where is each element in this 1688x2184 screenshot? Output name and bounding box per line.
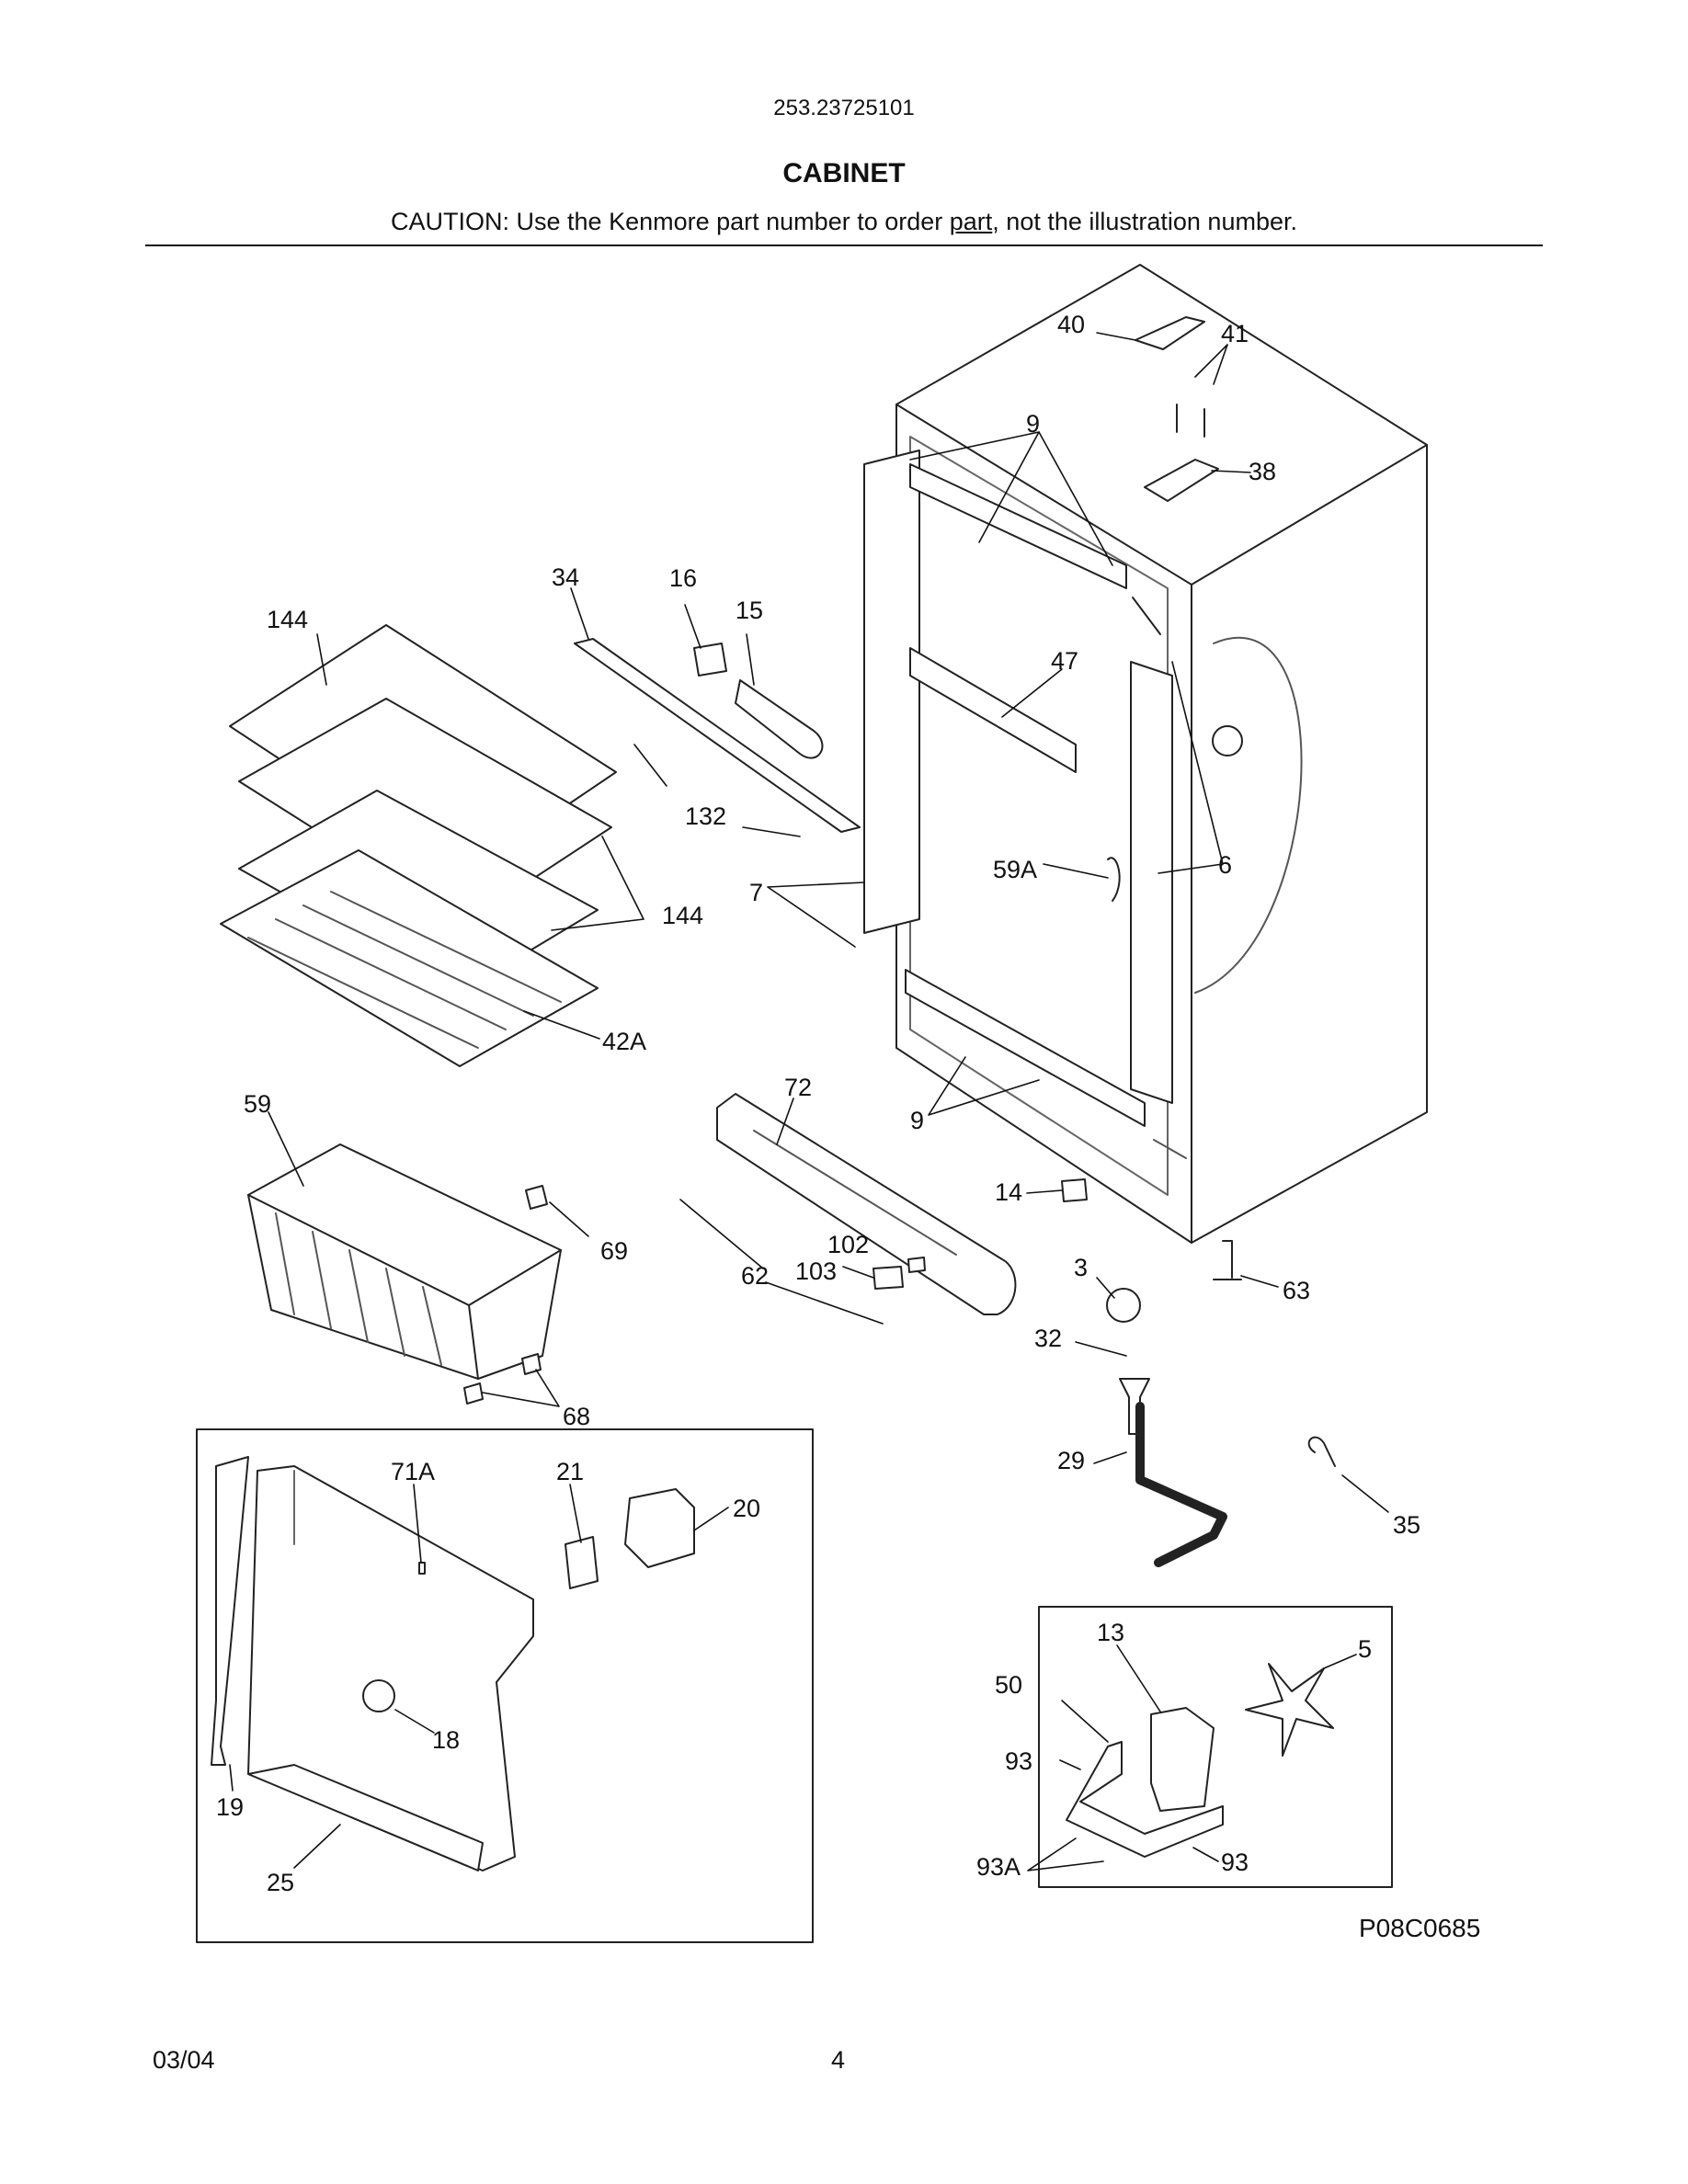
hinge-screws-41 <box>1176 404 1205 438</box>
callout-32: 32 <box>1034 1325 1062 1352</box>
wire-shelf-42a <box>220 849 599 1067</box>
callout-68: 68 <box>563 1403 590 1430</box>
model-number: 253.23725101 <box>773 96 915 120</box>
callout-35: 35 <box>1393 1511 1420 1539</box>
page-title: CABINET <box>782 158 906 188</box>
callout-63: 63 <box>1283 1277 1310 1304</box>
callout-9-top: 9 <box>1026 410 1040 438</box>
grommet-18 <box>362 1679 395 1712</box>
callout-18: 18 <box>432 1726 460 1754</box>
callout-144-bottom: 144 <box>662 902 703 929</box>
callout-47: 47 <box>1051 647 1078 675</box>
callout-50: 50 <box>995 1671 1022 1699</box>
callout-38: 38 <box>1249 458 1276 485</box>
callout-132: 132 <box>685 802 726 830</box>
drain-tube-29 <box>1135 1402 1227 1567</box>
motor-bracket-50 <box>1066 1741 1224 1858</box>
footer-date: 03/04 <box>153 2046 215 2074</box>
callout-25: 25 <box>267 1869 294 1896</box>
diagram-code: P08C0685 <box>1359 1914 1481 1942</box>
fan-inset-frame <box>1038 1606 1393 1888</box>
callout-34: 34 <box>552 563 579 591</box>
callout-62: 62 <box>741 1262 769 1290</box>
callout-40: 40 <box>1057 311 1085 338</box>
callout-41: 41 <box>1221 320 1249 347</box>
callout-6: 6 <box>1218 851 1232 879</box>
drain-trough-25 <box>247 1764 484 1871</box>
hinge-38 <box>1144 459 1219 502</box>
callout-42a: 42A <box>602 1028 646 1055</box>
caution-text-start: CAUTION: Use the Kenmore part number to … <box>391 208 950 235</box>
plug-3 <box>1106 1288 1141 1323</box>
thermostat-21 <box>565 1536 599 1589</box>
switch-14 <box>1061 1178 1088 1202</box>
callout-103: 103 <box>795 1257 837 1285</box>
caution-underlined-word: part <box>949 208 993 235</box>
shelf-rail-34 <box>574 638 861 833</box>
callout-144-top: 144 <box>267 606 308 633</box>
callout-20: 20 <box>733 1495 760 1522</box>
basket-59 <box>247 1143 562 1380</box>
leveler-63 <box>1213 1240 1242 1280</box>
callout-71a: 71A <box>391 1458 435 1485</box>
callout-leader-lines <box>229 332 1389 1871</box>
latch-59a <box>1107 857 1121 902</box>
callout-9-bottom: 9 <box>910 1107 924 1134</box>
callout-59: 59 <box>244 1090 271 1118</box>
callout-7: 7 <box>749 879 763 906</box>
callout-15: 15 <box>736 597 763 624</box>
callout-5: 5 <box>1358 1635 1372 1663</box>
strip-19 <box>211 1456 249 1766</box>
thermostat-cover-20 <box>624 1488 695 1568</box>
drain-32 <box>1119 1378 1150 1435</box>
callout-19: 19 <box>216 1793 244 1821</box>
inset-panel-frame <box>196 1428 814 1943</box>
caution-text-end: , not the illustration number. <box>992 208 1297 235</box>
bracket-47 <box>909 647 1077 773</box>
callout-93-right: 93 <box>1221 1848 1249 1876</box>
callout-93a: 93A <box>976 1853 1021 1881</box>
fan-blade-5 <box>1245 1663 1334 1757</box>
callout-93-left: 93 <box>1005 1747 1032 1775</box>
label-103 <box>873 1266 904 1290</box>
light-socket-16 <box>693 643 727 677</box>
callout-labels: 40 41 9 38 34 16 15 144 47 132 7 59A 6 1… <box>216 311 1420 1896</box>
basket-slide-69 <box>525 1185 548 1210</box>
callout-14: 14 <box>995 1178 1022 1206</box>
callout-21: 21 <box>556 1458 584 1485</box>
basket-slide-68a <box>463 1382 484 1405</box>
hinge-cover-40 <box>1135 316 1205 350</box>
callout-69: 69 <box>600 1237 628 1265</box>
eyebolt-35 <box>1307 1436 1336 1467</box>
name-plate-102 <box>907 1257 926 1273</box>
door-gasket-frame <box>863 449 1173 1127</box>
fan-motor-13 <box>1150 1707 1215 1812</box>
callout-16: 16 <box>669 564 697 592</box>
screw-71a <box>418 1562 426 1575</box>
callout-102: 102 <box>827 1231 869 1258</box>
caution-note: CAUTION: Use the Kenmore part number to … <box>0 208 1688 236</box>
callout-72: 72 <box>784 1074 812 1101</box>
page-number: 4 <box>831 2046 846 2074</box>
callout-29: 29 <box>1057 1447 1085 1474</box>
toe-grille-72 <box>716 1093 1017 1315</box>
callout-59a: 59A <box>993 856 1037 883</box>
callout-3: 3 <box>1074 1254 1088 1281</box>
header-divider <box>145 245 1543 246</box>
callout-13: 13 <box>1097 1619 1124 1646</box>
light-bulb-15 <box>735 679 824 759</box>
